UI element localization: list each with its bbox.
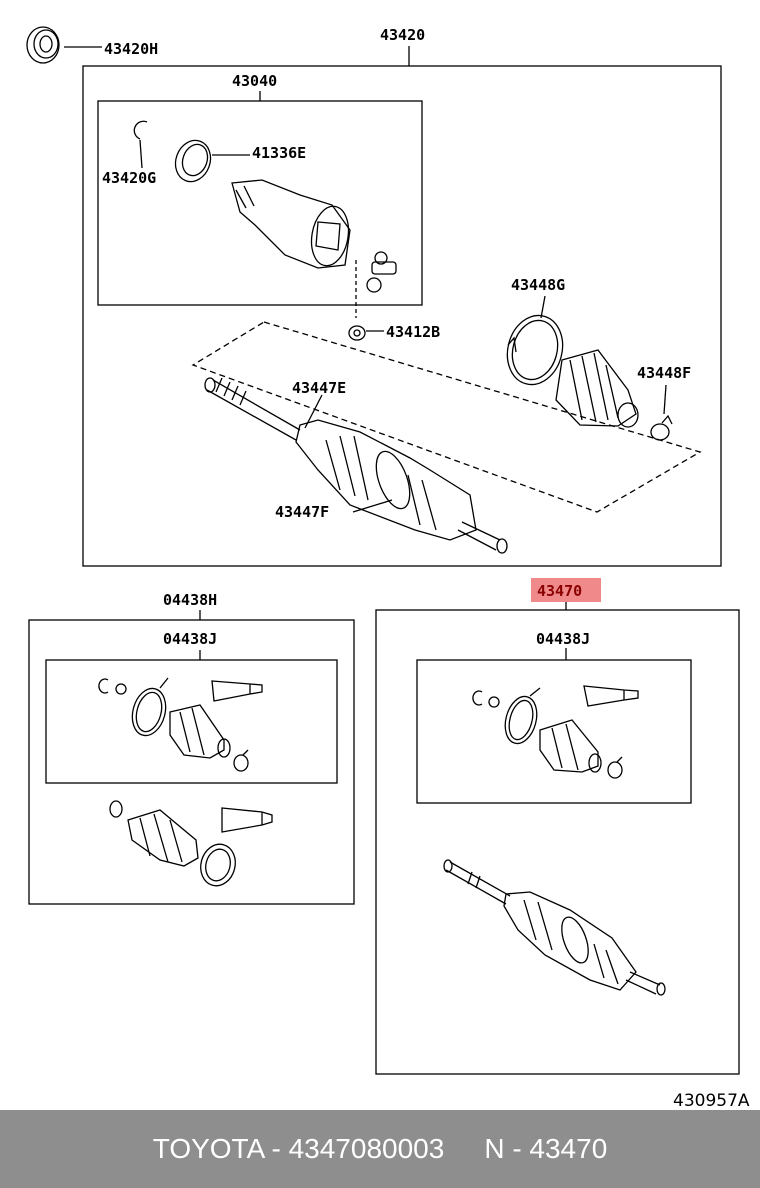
ring-41336e — [174, 139, 212, 183]
label-43448g: 43448G — [511, 276, 565, 294]
boot-kit-frame-04438j-right — [416, 659, 692, 804]
seal-43420h — [26, 26, 60, 64]
label-43412b: 43412B — [386, 323, 440, 341]
kit-right-parts — [472, 685, 639, 779]
label-43420g: 43420G — [102, 169, 156, 187]
kit-left-upper-parts — [98, 677, 263, 772]
boot-kit-frame-04438h — [28, 619, 355, 905]
outer-joint-housing — [231, 179, 351, 269]
diagram-canvas: 43420H 43420 43040 41336E 43420G 43412B … — [26, 26, 750, 1111]
parts-diagram: 43420H 43420 43040 41336E 43420G 43412B … — [26, 26, 750, 1111]
snap-ring-43420g — [133, 120, 148, 140]
label-43470: 43470 — [537, 582, 582, 600]
label-04438j-left: 04438J — [163, 630, 217, 648]
clamp-band-43448g — [506, 314, 564, 386]
footer-catalog-ref: N - 43470 — [484, 1133, 608, 1164]
kit-left-lower-parts — [109, 800, 273, 887]
highlight-43470 — [531, 578, 601, 602]
label-04438h: 04438H — [163, 591, 217, 609]
label-41336e: 41336E — [252, 144, 306, 162]
label-43447e: 43447E — [292, 379, 346, 397]
inboard-boot — [555, 349, 639, 428]
figure-code: 430957A — [673, 1091, 750, 1110]
assembly-frame-43470 — [375, 609, 740, 1075]
tripod-spider — [355, 251, 397, 318]
assembly-frame-43420 — [82, 65, 722, 567]
boot-kit-frame-04438j-left — [45, 659, 338, 784]
label-43448f: 43448F — [637, 364, 691, 382]
footer-part-number: TOYOTA - 4347080003 — [152, 1133, 445, 1164]
label-43040: 43040 — [232, 72, 277, 90]
exploded-view-outline — [191, 321, 702, 513]
footer-bar: TOYOTA - 4347080003 N - 43470 — [0, 1110, 760, 1188]
drive-shaft-43470 — [443, 859, 666, 996]
nut-43412b — [348, 325, 366, 341]
label-04438j-right: 04438J — [536, 630, 590, 648]
small-clamp-43448f — [650, 414, 673, 441]
label-43447f: 43447F — [275, 503, 329, 521]
drive-shaft-assembly — [204, 377, 508, 554]
label-43420: 43420 — [380, 26, 425, 44]
label-43420h: 43420H — [104, 40, 158, 58]
